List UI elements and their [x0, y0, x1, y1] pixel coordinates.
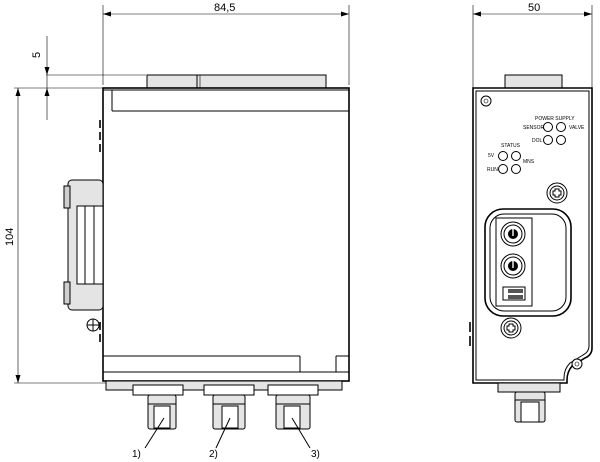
address-switch-cover	[484, 208, 572, 317]
callout-3: 3)	[311, 449, 320, 460]
led-valve	[556, 122, 566, 132]
led-dol-2	[556, 135, 566, 145]
label-sensor: SENSOR	[523, 125, 545, 131]
side-width-label: 84,5	[214, 2, 235, 14]
led-run	[498, 164, 508, 174]
label-power-supply: POWER SUPPLY	[535, 116, 575, 122]
top-offset-label: 5	[31, 52, 43, 58]
dimension-front-width: 50	[472, 2, 593, 88]
top-screw	[546, 182, 568, 204]
side-view: 84,5 5 104	[4, 2, 350, 460]
label-dol: DOL	[532, 138, 543, 144]
dimension-top-offset: 5	[14, 36, 146, 120]
callout-2: 2)	[209, 449, 218, 460]
connector-1	[147, 394, 177, 430]
dimension-height: 104	[4, 88, 120, 384]
label-5v: 5V	[488, 153, 495, 159]
front-width-label: 50	[528, 2, 540, 14]
led-dol-1	[543, 135, 553, 145]
label-run: RUN	[487, 167, 498, 173]
front-view: 50 POWER SUPPLY SENSOR VALVE DOL STATUS …	[469, 2, 593, 423]
led-status	[511, 151, 521, 161]
front-connector	[514, 391, 546, 423]
label-valve: VALVE	[569, 125, 585, 131]
connector-3	[275, 394, 311, 430]
height-label: 104	[4, 228, 16, 246]
led-panel: POWER SUPPLY SENSOR VALVE DOL STATUS 5V …	[487, 116, 585, 174]
callout-1: 1)	[132, 449, 141, 460]
led-mns	[511, 164, 521, 174]
bottom-screw	[500, 317, 522, 339]
dimension-side-width: 84,5	[102, 2, 350, 85]
label-status: STATUS	[501, 143, 521, 149]
label-mns: MNS	[523, 159, 535, 165]
din-rail-clip	[63, 179, 104, 332]
connector-2	[212, 394, 246, 430]
led-sensor	[543, 122, 553, 132]
led-5v	[498, 151, 508, 161]
